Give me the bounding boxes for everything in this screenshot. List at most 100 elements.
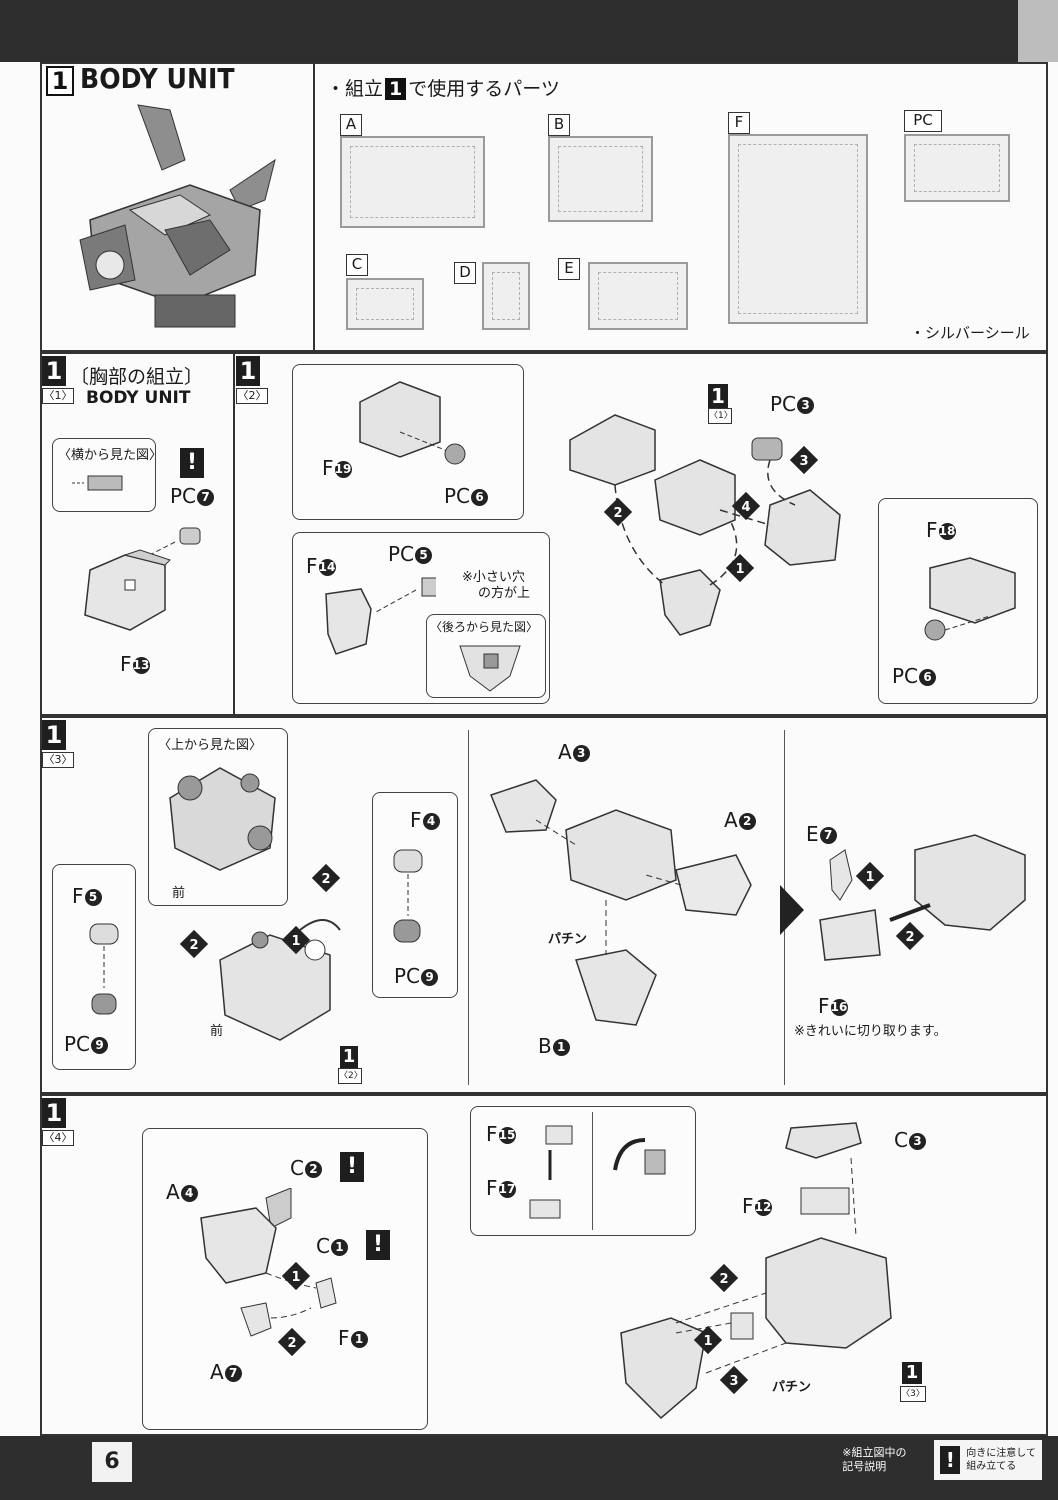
runner-label-f: F — [728, 112, 750, 134]
step3-sub: 〈3〉 — [42, 752, 74, 768]
f4-bubble — [372, 792, 458, 998]
runner-label-e: E — [558, 258, 580, 280]
section-header-panel — [40, 62, 1048, 352]
pc9a-number: 9 — [91, 1037, 109, 1054]
f13-letter: F — [120, 652, 132, 676]
caution-icon: ! — [366, 1230, 390, 1260]
top-view-drawing — [169, 767, 276, 871]
pc3-number: 3 — [797, 397, 815, 414]
caution-icon: ! — [340, 1152, 364, 1182]
a7-number: 7 — [224, 1365, 242, 1382]
runner-f — [728, 134, 868, 324]
svg-text:1: 1 — [735, 562, 744, 577]
legend-caption-2: 記号説明 — [842, 1460, 887, 1473]
ref3-sub: 〈3〉 — [900, 1386, 926, 1402]
silver-seal-label: ・シルバーシール — [910, 324, 1030, 342]
f18-drawing — [924, 557, 1016, 641]
f5-drawing — [89, 923, 119, 1015]
svg-text:1: 1 — [865, 870, 874, 885]
side-view-label: 〈横から見た図〉 — [58, 448, 163, 463]
runner-e — [588, 262, 688, 330]
step3-number: 1 — [42, 720, 66, 750]
section-number: 1 — [46, 66, 74, 96]
f19-drawing — [359, 381, 466, 465]
f4-drawing — [393, 849, 423, 943]
runner-c — [346, 278, 424, 330]
legend-text-1: 向きに注意して — [966, 1448, 1036, 1459]
caution-icon: ! — [940, 1446, 961, 1474]
side-view-bubble — [52, 438, 156, 512]
section-title: BODY UNIT — [80, 62, 235, 95]
footer-bar — [0, 1436, 1058, 1500]
e7-number: 7 — [819, 827, 837, 844]
note-line-2: の方が上 — [478, 586, 531, 601]
b1-number: 1 — [552, 1039, 570, 1056]
top-view-front: 前 — [172, 886, 186, 901]
f15-f17-drawing — [529, 1125, 666, 1219]
parts-heading-prefix: ・組立 — [326, 78, 384, 100]
step-4-panel — [40, 1094, 1048, 1436]
f12-number: 12 — [754, 1199, 772, 1216]
pc6-number: 6 — [471, 489, 489, 506]
f18-number: 18 — [938, 523, 956, 540]
side-view-part — [72, 475, 123, 491]
legend-box: ! 向きに注意して 組み立てる — [934, 1440, 1042, 1480]
runner-label-b: B — [548, 114, 570, 136]
front-label: 前 — [210, 1024, 224, 1039]
ref2-number: 1 — [340, 1046, 358, 1068]
f16-number: 16 — [830, 999, 848, 1016]
step2-sub: 〈2〉 — [236, 388, 268, 404]
body-unit-illustration — [79, 104, 276, 328]
svg-text:2: 2 — [287, 1336, 296, 1351]
f4-number: 4 — [422, 813, 440, 830]
legend-text-2: 組み立てる — [966, 1461, 1017, 1472]
runner-label-pc: PC — [904, 110, 942, 132]
a3-number: 3 — [572, 745, 590, 762]
f17-number: 17 — [498, 1181, 516, 1198]
svg-text:2: 2 — [613, 506, 622, 521]
f13-number: 13 — [132, 657, 150, 674]
svg-text:2: 2 — [905, 930, 914, 945]
back-view-label: 〈後ろから見た図〉 — [430, 620, 539, 634]
runner-label-a: A — [340, 114, 362, 136]
c2-number: 2 — [304, 1161, 322, 1178]
step1-title-jp: 〔胸部の組立〕 — [70, 366, 204, 388]
ref-step-sub: 〈1〉 — [708, 408, 733, 424]
pc6b-number: 6 — [919, 669, 937, 686]
ref3-number: 1 — [902, 1362, 922, 1384]
c1-number: 1 — [330, 1239, 348, 1256]
note-line-1: ※小さい穴 — [462, 570, 525, 585]
step-3-panel — [40, 716, 1048, 1094]
cut-note: ※きれいに切り取ります。 — [794, 1024, 947, 1039]
a2-number: 2 — [738, 813, 756, 830]
pc9b-number: 9 — [421, 969, 439, 986]
step3-assembly-3 — [780, 834, 1026, 961]
divider — [313, 62, 315, 352]
svg-text:2: 2 — [321, 872, 330, 887]
runner-b — [548, 136, 653, 222]
step4-drawing-a4 — [200, 1188, 337, 1337]
step1-number: 1 — [42, 356, 66, 386]
divider — [592, 1112, 593, 1230]
svg-text:1: 1 — [703, 1334, 712, 1349]
svg-text:2: 2 — [719, 1272, 728, 1287]
parts-heading-number: 1 — [385, 78, 407, 100]
step1-title-en: BODY UNIT — [86, 388, 191, 408]
step4-sub: 〈4〉 — [42, 1130, 74, 1146]
ref2-sub: 〈2〉 — [338, 1068, 363, 1084]
step2-number: 1 — [236, 356, 260, 386]
page-number: 6 — [92, 1442, 132, 1482]
runner-a — [340, 136, 485, 228]
ref-step-number: 1 — [708, 384, 728, 408]
runner-label-d: D — [454, 262, 476, 284]
step3-assembly-1 — [219, 919, 341, 1041]
legend-caption-1: ※組立図中の — [842, 1446, 907, 1459]
step1-sub: 〈1〉 — [42, 388, 74, 404]
f5-number: 5 — [84, 889, 102, 906]
step2-assembly — [569, 414, 841, 636]
caution-icon: ! — [180, 448, 204, 478]
a4-number: 4 — [180, 1185, 198, 1202]
pc5-number: 5 — [415, 547, 433, 564]
f19-number: 19 — [334, 461, 352, 478]
snap-label-2: パチン — [772, 1380, 812, 1395]
